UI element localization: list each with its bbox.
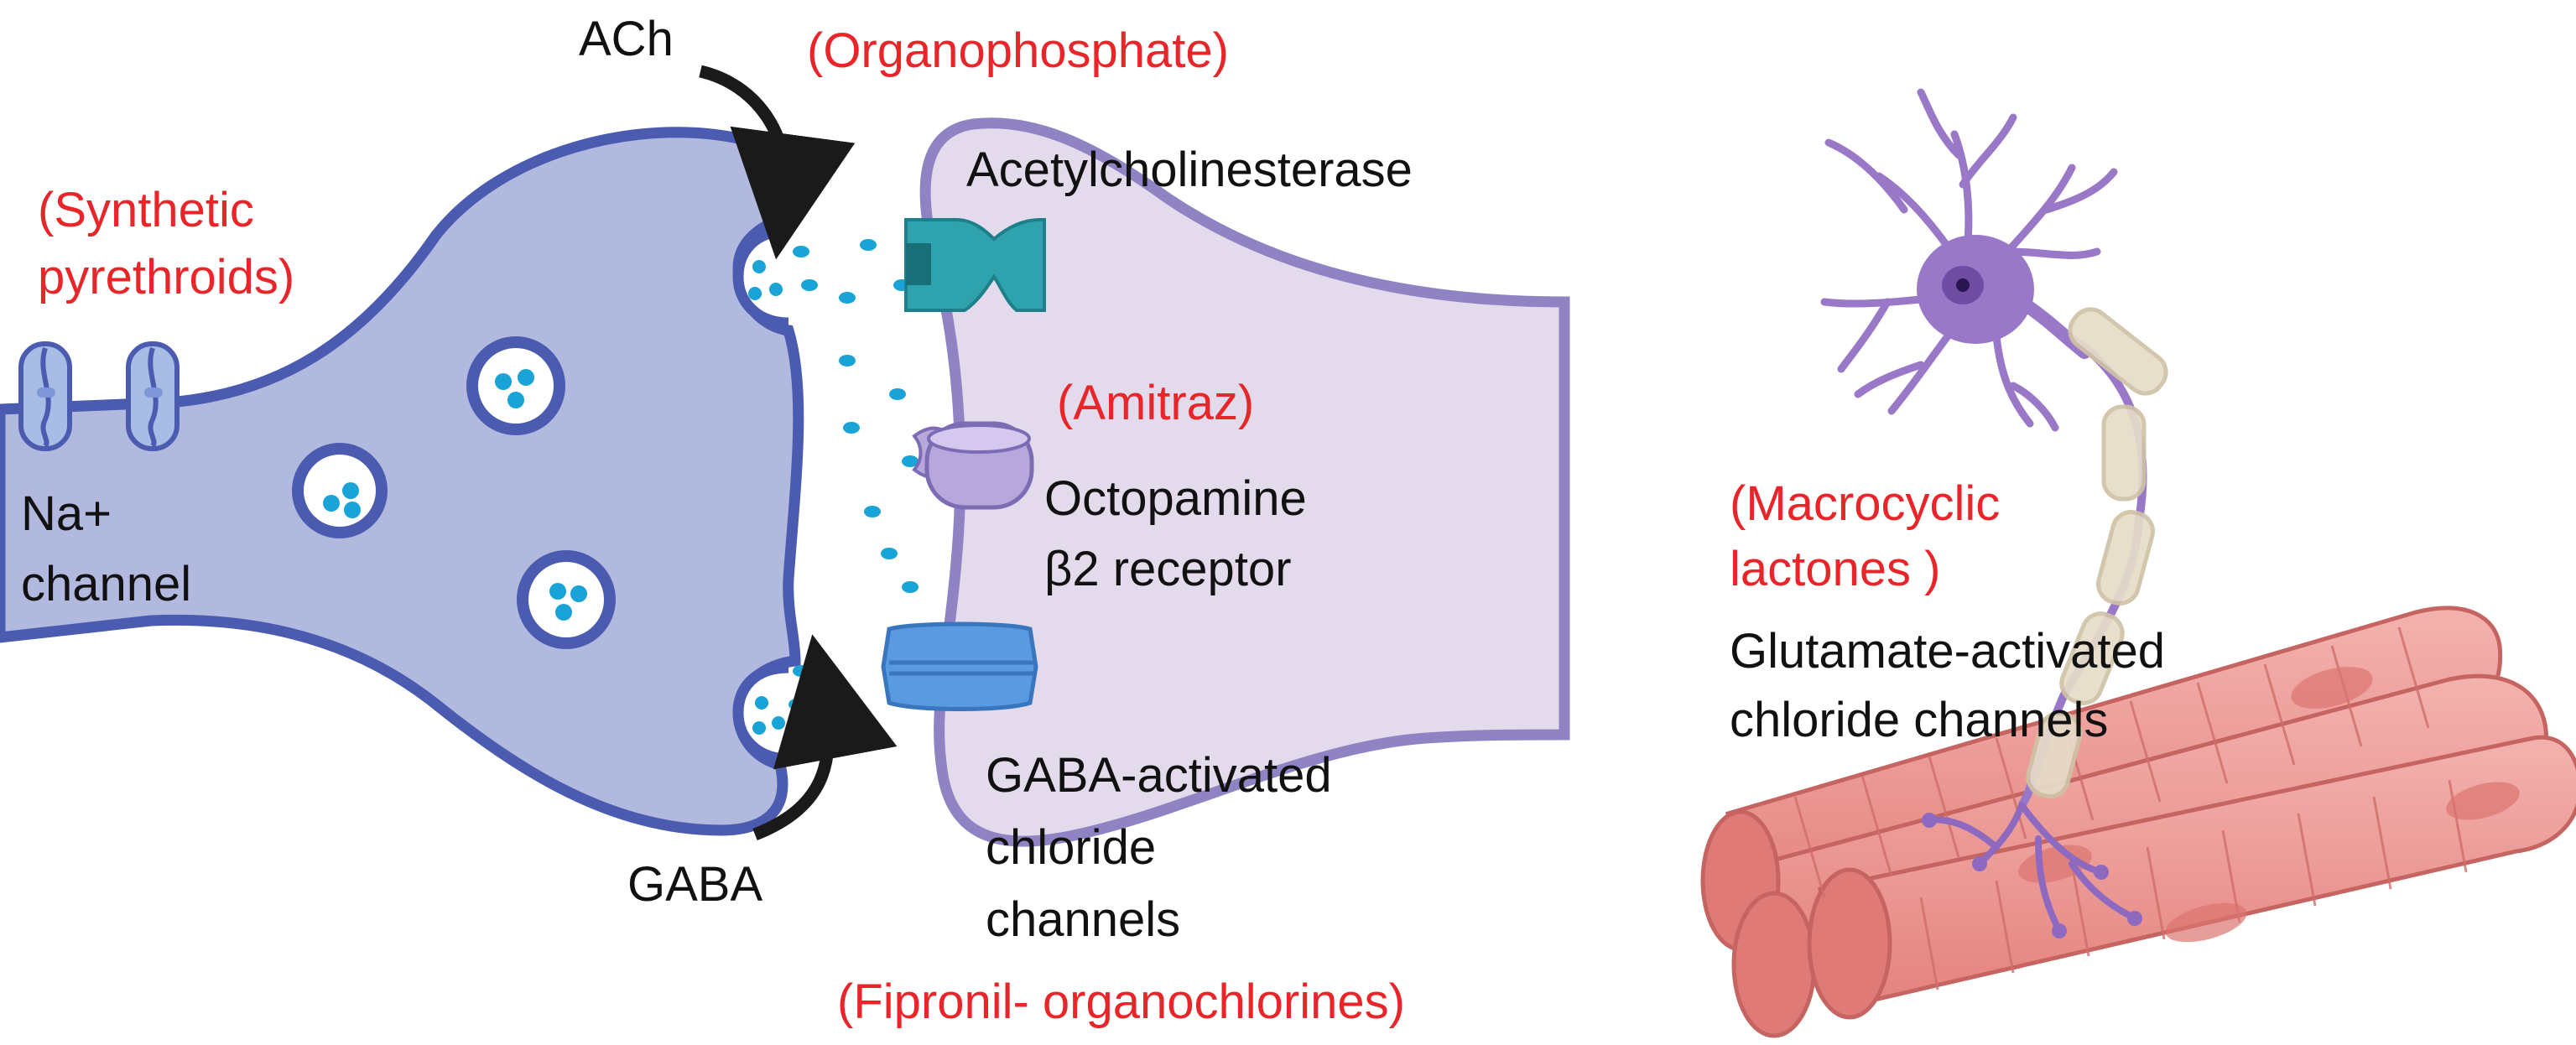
na-channel-label-line1: Na+ (21, 486, 112, 541)
neuron (1820, 88, 2168, 938)
gaba-chloride-channel (881, 621, 1038, 711)
na-channel-label-line2: channel (21, 557, 192, 611)
gaba-channels-label-line2: chloride (986, 820, 1157, 875)
ach-arrow (699, 65, 856, 260)
gaba-arrow (752, 634, 898, 840)
synthetic-pyrethroids-label-line1: (Synthetic (38, 183, 254, 237)
muscle-fibers (1700, 606, 2576, 1038)
octopamine-label-line2: β2 receptor (1044, 542, 1292, 596)
ach-label: ACh (579, 12, 674, 66)
organophosphate-label: (Organophosphate) (807, 23, 1229, 78)
acetylcholinesterase-enzyme (904, 218, 1046, 312)
amitraz-label: (Amitraz) (1057, 376, 1255, 430)
acetylcholinesterase-label: Acetylcholinesterase (966, 143, 1413, 197)
macrocyclic-lactones-label-line2: lactones ) (1730, 542, 1941, 596)
postsynaptic-terminal (919, 117, 1570, 847)
sodium-channel (126, 341, 180, 451)
synaptic-vesicle (292, 443, 388, 538)
exocytosis-pocket-ach (732, 225, 789, 329)
synaptic-vesicle (517, 550, 616, 649)
glutamate-channels-label-line1: Glutamate-activated (1730, 624, 2166, 678)
synaptic-vesicle (466, 336, 565, 435)
presynaptic-terminal (0, 127, 804, 836)
fipronil-label: (Fipronil- organochlorines) (837, 975, 1405, 1029)
synthetic-pyrethroids-label-line2: pyrethroids) (38, 250, 295, 304)
gaba-channels-label-line3: channels (986, 892, 1181, 947)
macrocyclic-lactones-label-line1: (Macrocyclic (1730, 476, 2001, 531)
sodium-channel (18, 341, 72, 451)
octopamine-receptor (912, 421, 1034, 510)
glutamate-channels-label-line2: chloride channels (1730, 693, 2109, 747)
gaba-label: GABA (627, 857, 763, 912)
gaba-channels-label-line1: GABA-activated (986, 748, 1332, 803)
exocytosis-pocket-gaba (732, 662, 789, 765)
octopamine-label-line1: Octopamine (1044, 471, 1307, 526)
